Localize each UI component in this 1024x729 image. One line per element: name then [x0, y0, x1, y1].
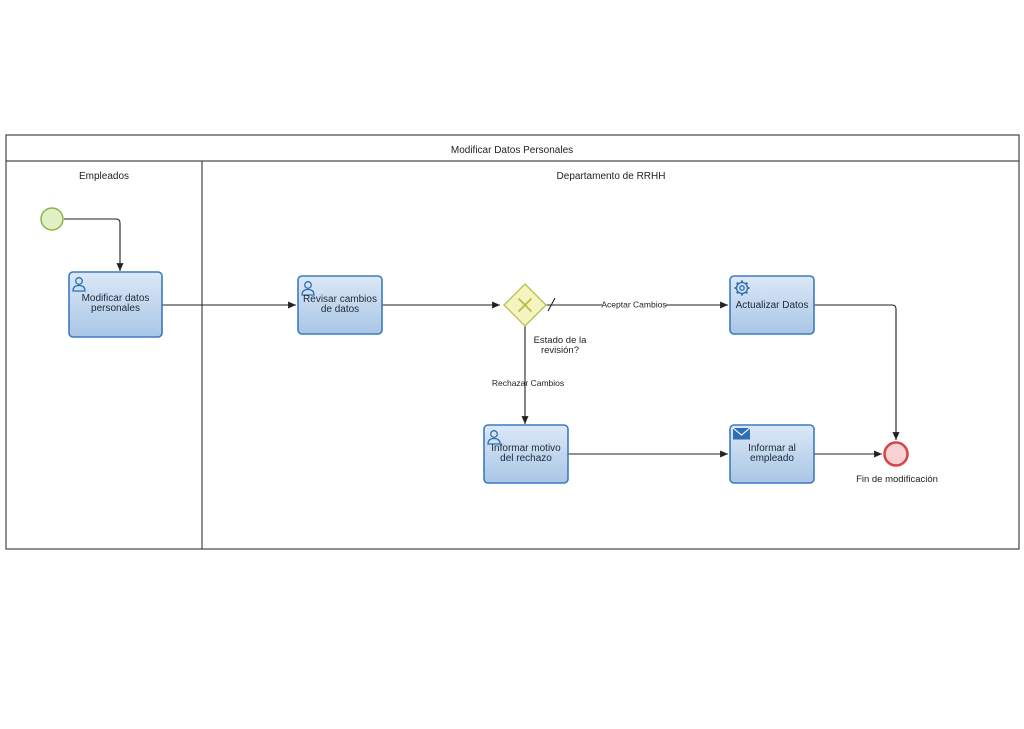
start-event[interactable] — [40, 207, 64, 231]
user-icon — [301, 281, 315, 296]
end-event[interactable] — [883, 441, 909, 467]
task-label-line-2: empleado — [750, 453, 794, 464]
task-label-line-1: Revisar cambios — [303, 294, 377, 305]
gateway-label-line-2: revisión? — [541, 345, 579, 356]
lane-title-rrhh: Departamento de RRHH — [557, 171, 666, 182]
task-label-line-1: Informar motivo — [491, 443, 561, 454]
task-label: Actualizar Datos — [736, 300, 809, 311]
task-label-line-2: de datos — [321, 304, 359, 315]
default-flow-marker — [547, 297, 556, 312]
envelope-icon — [732, 427, 751, 440]
exclusive-gateway[interactable] — [503, 283, 547, 327]
flow-start-to-modify[interactable] — [64, 218, 124, 271]
task-label-line-2: personales — [91, 303, 140, 314]
task-actualizar-datos[interactable]: Actualizar Datos — [729, 275, 815, 335]
flow-label-accept: Aceptar Cambios — [601, 300, 666, 310]
end-event-label: Fin de modificación — [856, 474, 938, 485]
flow-update-to-end[interactable] — [814, 304, 900, 440]
task-informar-motivo-del-rechazo[interactable]: Informar motivo del rechazo — [483, 424, 569, 484]
lane-rrhh: Departamento de RRHH — [557, 171, 666, 182]
task-informar-al-empleado[interactable]: Informar al empleado — [729, 424, 815, 484]
lane-empleados: Empleados — [79, 161, 203, 549]
gear-icon — [734, 280, 750, 296]
sequence-flows — [64, 218, 900, 458]
flow-label-reject: Rechazar Cambios — [492, 378, 564, 388]
gateway-label-line-1: Estado de la — [534, 335, 588, 346]
task-modificar-datos-personales[interactable]: Modificar datos personales — [68, 271, 163, 338]
lane-title-empleados: Empleados — [79, 171, 129, 182]
exclusive-gateway-x-icon — [518, 298, 532, 312]
task-label-line-1: Informar al — [748, 443, 796, 454]
task-label-line-2: del rechazo — [500, 453, 552, 464]
task-label-line-1: Modificar datos — [82, 293, 150, 304]
task-revisar-cambios-de-datos[interactable]: Revisar cambios de datos — [297, 275, 383, 335]
accept-label-bg — [602, 299, 666, 310]
user-icon — [72, 277, 86, 292]
pool: Modificar Datos Personales — [5, 134, 1020, 550]
pool-title: Modificar Datos Personales — [451, 145, 573, 156]
user-icon — [487, 430, 501, 445]
